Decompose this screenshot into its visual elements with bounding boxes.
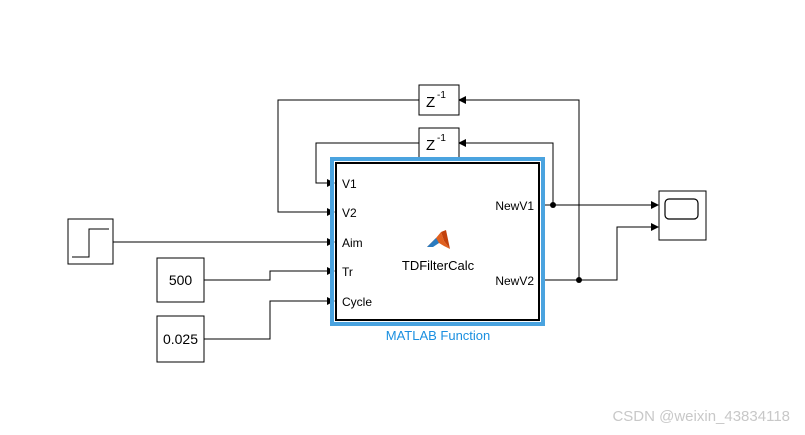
constant-value: 0.025 xyxy=(163,331,198,347)
unit-delay-block-upper[interactable]: Z -1 xyxy=(418,84,460,116)
line-500-to-tr[interactable] xyxy=(204,267,335,281)
constant-value: 500 xyxy=(169,272,193,288)
port-newv1: NewV1 xyxy=(495,199,534,213)
matlab-logo-icon xyxy=(427,230,450,249)
step-block[interactable] xyxy=(67,218,114,265)
line-0025-to-cycle[interactable] xyxy=(204,297,335,340)
watermark: CSDN @weixin_43834118 xyxy=(612,408,790,425)
delay-label: Z xyxy=(426,137,435,154)
port-tr: Tr xyxy=(342,265,353,279)
line-upper-delay-to-v2[interactable] xyxy=(277,99,419,216)
scope-block[interactable] xyxy=(658,190,707,241)
branch-point-newv2 xyxy=(576,277,582,283)
line-newv2-to-scope[interactable] xyxy=(541,223,659,281)
selection-highlight xyxy=(330,157,545,326)
function-block-caption: MATLAB Function xyxy=(386,328,491,343)
delay-label: Z xyxy=(426,94,435,111)
port-v2: V2 xyxy=(342,206,357,220)
constant-block-0025[interactable]: 0.025 xyxy=(156,315,205,363)
constant-block-500[interactable]: 500 xyxy=(156,257,205,303)
signal-lines xyxy=(113,96,659,340)
matlab-function-block[interactable]: V1 V2 Aim Tr Cycle NewV1 NewV2 TDFilterC… xyxy=(330,157,545,326)
delay-exponent: -1 xyxy=(437,133,446,144)
port-aim: Aim xyxy=(342,236,363,250)
scope-icon xyxy=(664,198,699,220)
line-newv2-to-upper-delay[interactable] xyxy=(458,96,580,280)
function-name: TDFilterCalc xyxy=(402,258,475,273)
unit-delay-block-lower[interactable]: Z -1 xyxy=(418,127,460,159)
step-icon xyxy=(72,228,109,258)
line-lower-delay-to-v1[interactable] xyxy=(315,142,419,187)
delay-exponent: -1 xyxy=(437,90,446,101)
port-v1: V1 xyxy=(342,177,357,191)
port-cycle: Cycle xyxy=(342,295,372,309)
branch-point-newv1 xyxy=(550,202,556,208)
port-newv2: NewV2 xyxy=(495,274,534,288)
line-newv1-to-lower-delay[interactable] xyxy=(458,139,554,205)
